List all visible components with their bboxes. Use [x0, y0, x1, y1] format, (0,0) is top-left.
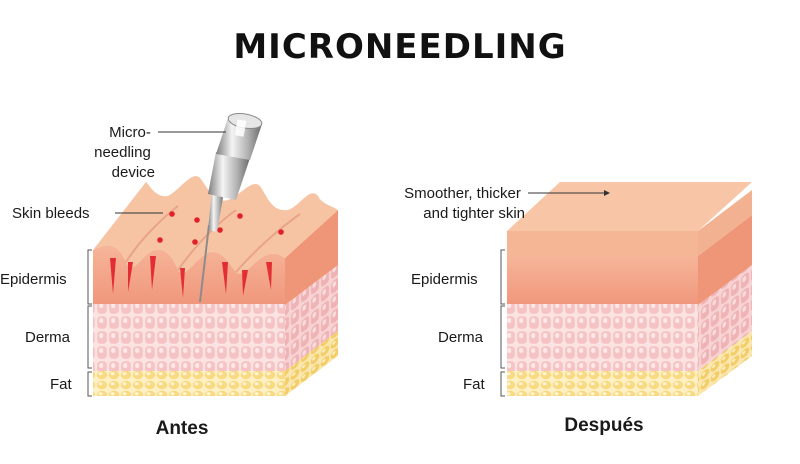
device-label-line-1: Micro- — [109, 124, 151, 141]
before-epidermis-label: Epidermis — [0, 271, 67, 288]
after-top-surface — [507, 182, 752, 231]
before-epidermis-side — [285, 210, 338, 305]
result-label: Smoother, thicker and tighter skin — [404, 185, 525, 222]
after-caption: Después — [564, 415, 643, 436]
skin-bleeds-label: Skin bleeds — [12, 205, 90, 222]
after-derma-label: Derma — [438, 329, 484, 346]
after-fat-layer — [507, 370, 698, 396]
before-fat-label: Fat — [50, 376, 73, 393]
device-label-line-2: needling — [94, 144, 151, 161]
after-top-side — [698, 190, 752, 256]
after-fat-label: Fat — [463, 376, 486, 393]
after-skin-block — [500, 182, 752, 397]
after-fat-side — [698, 331, 752, 396]
micro-channels — [110, 256, 272, 298]
before-layer-brackets — [87, 249, 92, 397]
before-skin-block — [87, 113, 338, 397]
before-epidermis-layer — [93, 245, 285, 304]
after-top-front — [507, 231, 698, 256]
after-epidermis-layer — [507, 256, 698, 304]
after-derma-layer — [507, 303, 698, 371]
microneedling-device-icon — [199, 113, 263, 303]
before-fat-layer — [93, 370, 285, 396]
result-label-line-1: Smoother, thicker — [404, 185, 521, 202]
page-title: MICRONEEDLING — [233, 27, 566, 67]
result-label-line-2: and tighter skin — [423, 205, 525, 222]
before-caption: Antes — [156, 418, 209, 439]
after-epidermis-label: Epidermis — [411, 271, 478, 288]
before-derma-side — [285, 265, 338, 371]
device-label: Micro- needling device — [94, 124, 155, 181]
before-fat-side — [285, 331, 338, 396]
after-epidermis-side — [698, 215, 752, 305]
device-label-line-3: device — [112, 164, 155, 181]
after-derma-side — [698, 265, 752, 371]
before-derma-layer — [93, 303, 285, 371]
before-derma-label: Derma — [25, 329, 71, 346]
after-layer-brackets — [500, 249, 505, 397]
